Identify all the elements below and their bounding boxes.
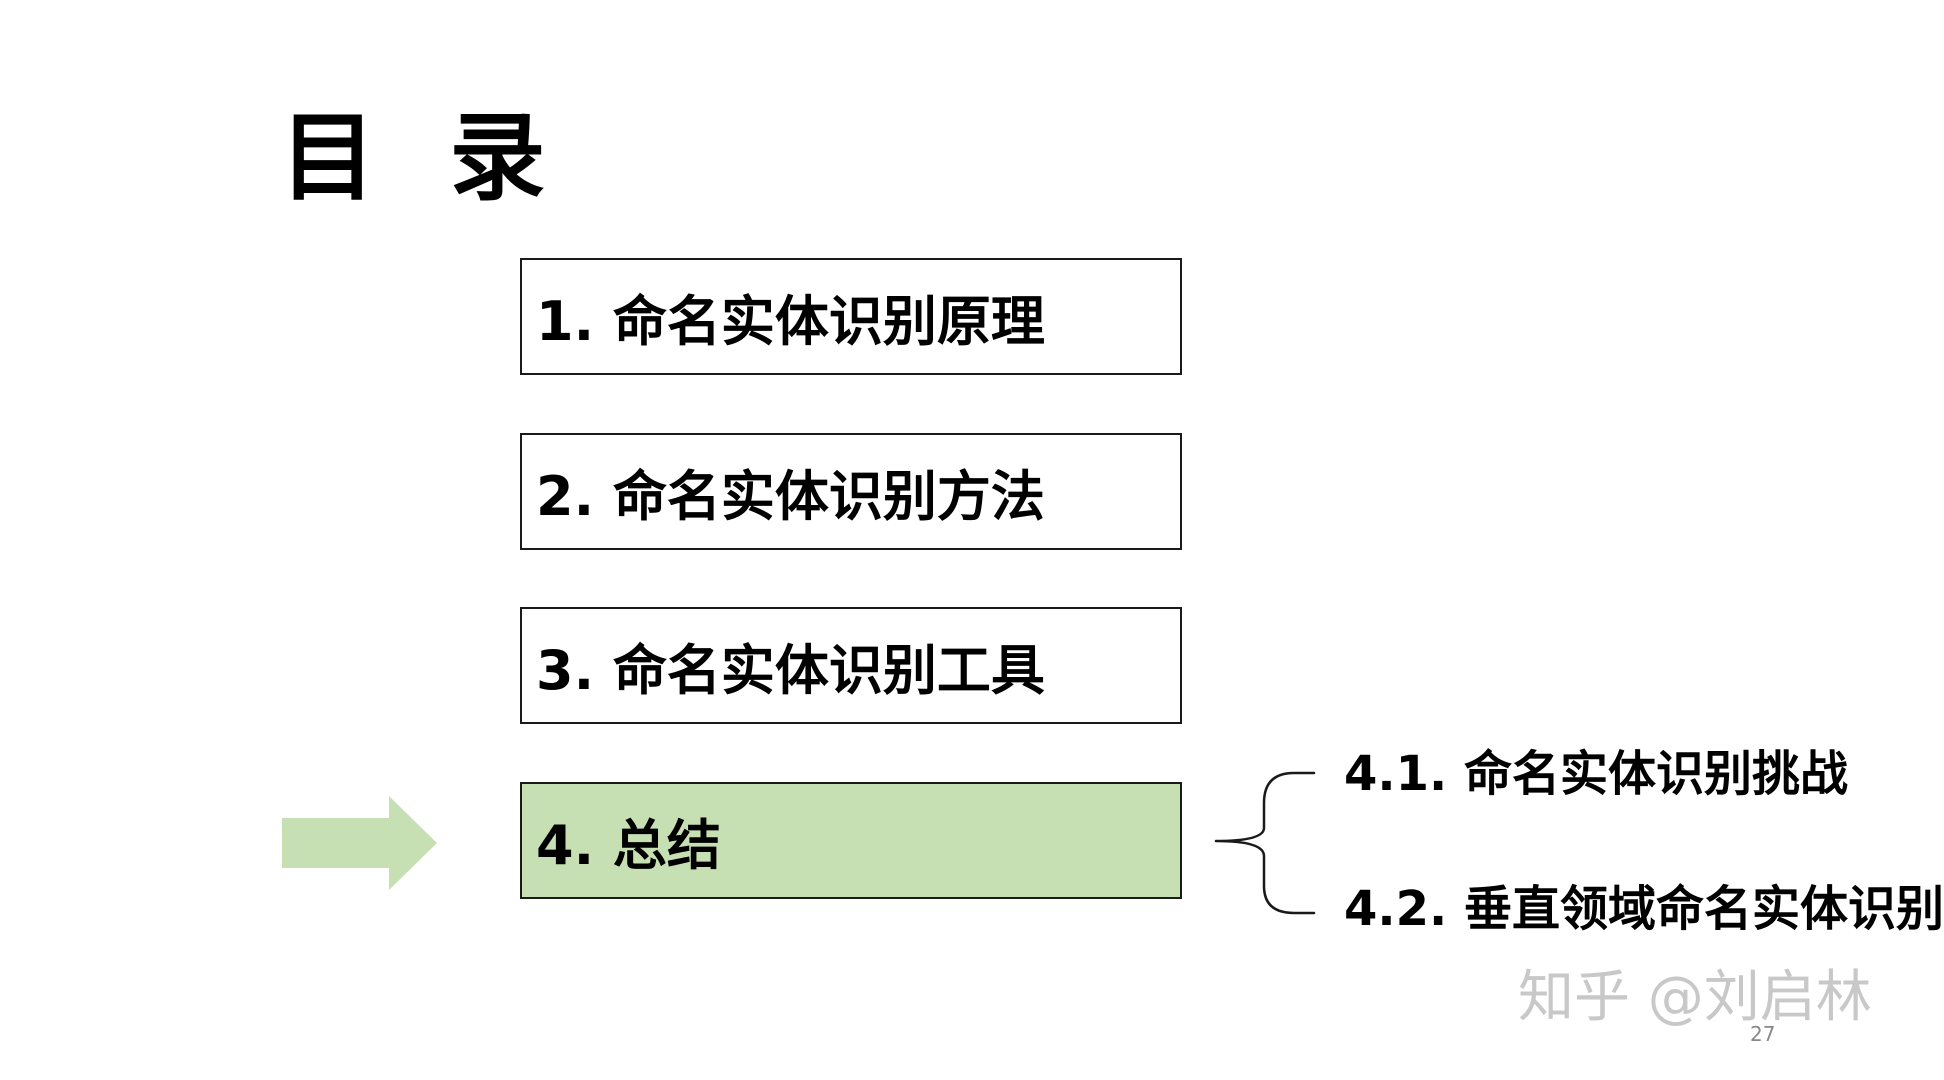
toc-item-2-label: 2. 命名实体识别方法 — [536, 465, 1045, 528]
right-arrow-icon — [282, 796, 437, 890]
toc-item-4: 4. 总结 — [520, 782, 1182, 899]
left-curly-brace-icon — [1214, 771, 1316, 915]
toc-item-2: 2. 命名实体识别方法 — [520, 433, 1182, 550]
page-number: 27 — [1750, 1022, 1776, 1046]
watermark: 知乎 @刘启林 — [1518, 965, 1872, 1030]
toc-item-1-label: 1. 命名实体识别原理 — [536, 290, 1045, 353]
toc-item-1: 1. 命名实体识别原理 — [520, 258, 1182, 375]
toc-item-4-label: 4. 总结 — [536, 814, 721, 877]
slide-title: 目 录 — [280, 102, 566, 214]
sub-item-4-1: 4.1. 命名实体识别挑战 — [1344, 746, 1848, 802]
toc-item-3-label: 3. 命名实体识别工具 — [536, 639, 1045, 702]
sub-item-4-2: 4.2. 垂直领域命名实体识别 — [1344, 881, 1944, 937]
toc-item-3: 3. 命名实体识别工具 — [520, 607, 1182, 724]
